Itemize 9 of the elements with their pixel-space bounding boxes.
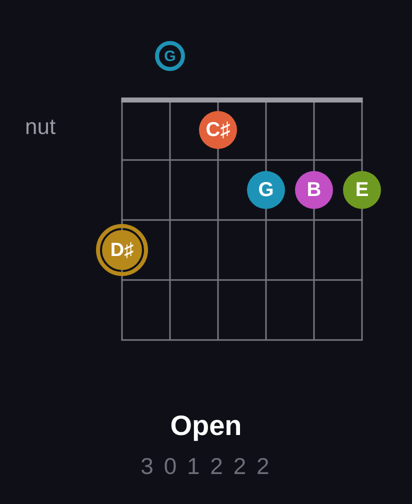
root-note-marker: D♯	[96, 224, 148, 276]
note-marker: E	[343, 171, 381, 209]
chord-name: Open	[170, 412, 242, 440]
note-marker: B	[295, 171, 333, 209]
nut-label: nut	[25, 114, 56, 139]
note-marker: G	[247, 171, 285, 209]
note-marker: C♯	[199, 111, 237, 149]
fingering-numbers: 3 0 1 2 2 2	[140, 455, 272, 478]
open-string-marker: G	[155, 41, 185, 71]
